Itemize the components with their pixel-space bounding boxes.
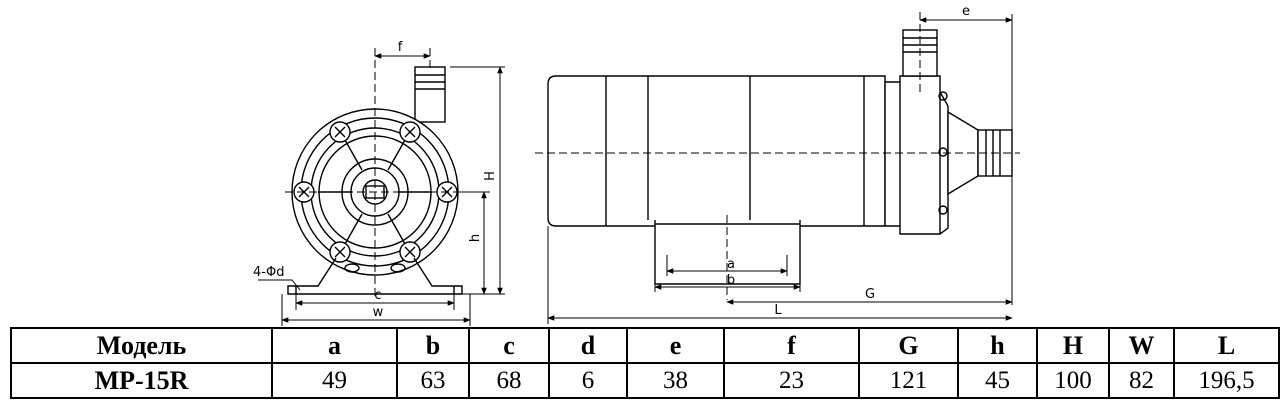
cell-f: 23: [723, 362, 860, 399]
dim-label-w: w: [373, 305, 384, 320]
front-bolt: [399, 241, 421, 263]
pump-dimension-drawing: f H h 4-Φd c w: [253, 4, 1020, 326]
header-h: h: [957, 327, 1038, 364]
side-dimensions: [547, 14, 1013, 324]
cell-W: 82: [1108, 362, 1175, 399]
header-model: Модель: [10, 327, 273, 364]
cell-L: 196,5: [1173, 362, 1280, 399]
header-L: L: [1173, 327, 1280, 364]
dim-label-a: a: [727, 257, 735, 272]
dim-label-c: c: [374, 288, 381, 303]
header-a: a: [271, 327, 398, 364]
motor-body: [547, 75, 886, 227]
cell-a: 49: [271, 362, 398, 399]
dim-label-H: H: [483, 171, 498, 181]
front-bolt: [329, 241, 351, 263]
side-view: [547, 29, 1013, 285]
front-centerlines: [285, 48, 470, 300]
dim-label-e: e: [962, 4, 970, 19]
front-bolt: [399, 121, 421, 143]
dim-label-L: L: [774, 303, 782, 318]
spec-table: Модель a b c d e f G h H W L MP-15R 49 6…: [10, 327, 1280, 399]
cell-e: 38: [626, 362, 725, 399]
header-c: c: [468, 327, 550, 364]
header-e: e: [626, 327, 725, 364]
front-dimensions: [258, 53, 505, 326]
table-header-row: Модель a b c d e f G h H W L: [10, 327, 1280, 364]
side-centerlines: [535, 12, 1020, 300]
dim-label-h: h: [468, 234, 483, 242]
header-b: b: [396, 327, 470, 364]
header-W: W: [1108, 327, 1175, 364]
dim-label-hole: 4-Φd: [253, 265, 284, 280]
cell-H: 100: [1036, 362, 1110, 399]
header-d: d: [548, 327, 628, 364]
cell-h: 45: [957, 362, 1038, 399]
cell-c: 68: [468, 362, 550, 399]
cell-G: 121: [858, 362, 959, 399]
cell-model: MP-15R: [10, 362, 273, 399]
dim-label-f: f: [398, 40, 403, 55]
header-H: H: [1036, 327, 1110, 364]
front-outlet-nozzle: [414, 66, 446, 123]
front-bolt: [329, 121, 351, 143]
cell-b: 63: [396, 362, 470, 399]
cell-d: 6: [548, 362, 628, 399]
header-f: f: [723, 327, 860, 364]
table-row: MP-15R 49 63 68 6 38 23 121 45 100 82 19…: [10, 362, 1280, 399]
header-G: G: [858, 327, 959, 364]
dim-label-b: b: [727, 273, 735, 288]
dim-label-G: G: [865, 287, 875, 302]
